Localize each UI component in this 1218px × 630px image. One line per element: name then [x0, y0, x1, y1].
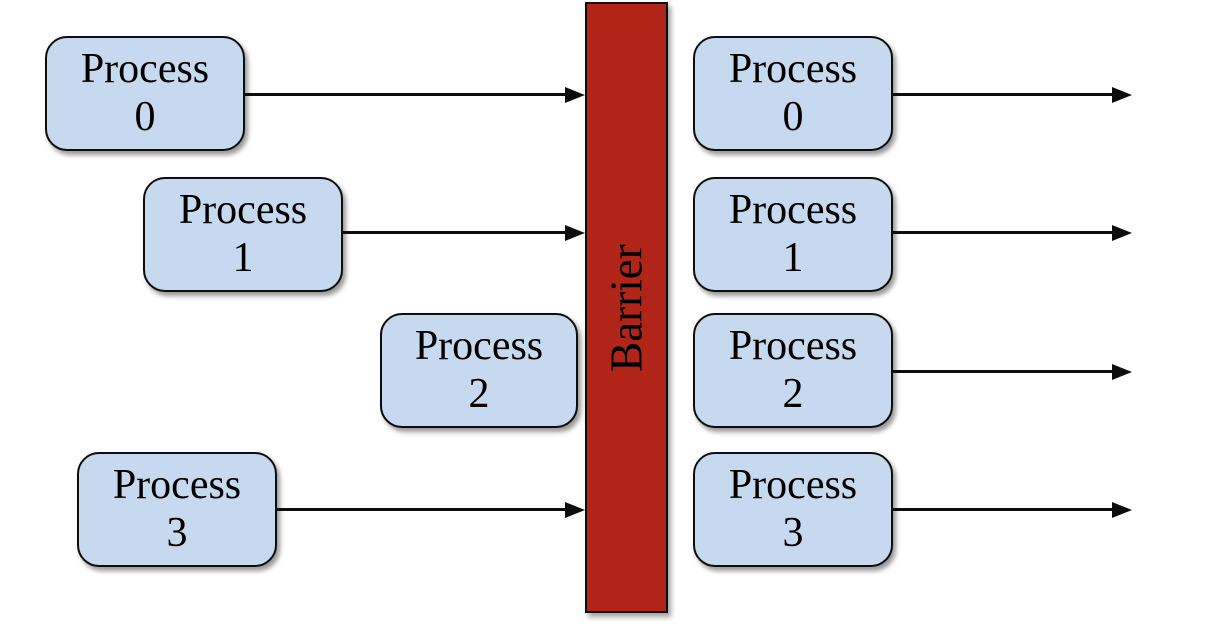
- process-number: 3: [782, 509, 804, 556]
- arrow-right-process-2: [893, 370, 1112, 373]
- process-box-right-2: Process 2: [693, 313, 893, 428]
- process-box-right-0: Process 0: [693, 36, 893, 151]
- process-name: Process: [728, 462, 858, 509]
- process-box-left-1: Process 1: [143, 177, 343, 292]
- process-number: 2: [782, 370, 804, 417]
- process-box-left-3: Process 3: [77, 452, 277, 567]
- process-name: Process: [112, 462, 242, 509]
- process-number: 3: [166, 509, 188, 556]
- process-number: 1: [782, 234, 804, 281]
- arrow-left-process-1: [343, 231, 565, 234]
- arrow-left-process-3: [277, 508, 565, 511]
- barrier-bar: Barrier: [585, 2, 668, 613]
- process-number: 1: [232, 234, 254, 281]
- process-name: Process: [728, 46, 858, 93]
- process-name: Process: [80, 46, 210, 93]
- process-number: 2: [468, 370, 490, 417]
- process-name: Process: [728, 187, 858, 234]
- process-name: Process: [178, 187, 308, 234]
- process-box-right-3: Process 3: [693, 452, 893, 567]
- process-number: 0: [782, 93, 804, 140]
- process-box-left-2: Process 2: [380, 313, 578, 428]
- process-box-right-1: Process 1: [693, 177, 893, 292]
- barrier-label: Barrier: [601, 243, 652, 372]
- process-name: Process: [728, 323, 858, 370]
- arrow-right-process-0: [893, 93, 1112, 96]
- process-box-left-0: Process 0: [45, 36, 245, 151]
- process-name: Process: [414, 323, 544, 370]
- arrow-left-process-0: [245, 93, 565, 96]
- arrow-right-process-3: [893, 508, 1112, 511]
- arrow-right-process-1: [893, 231, 1112, 234]
- process-number: 0: [134, 93, 156, 140]
